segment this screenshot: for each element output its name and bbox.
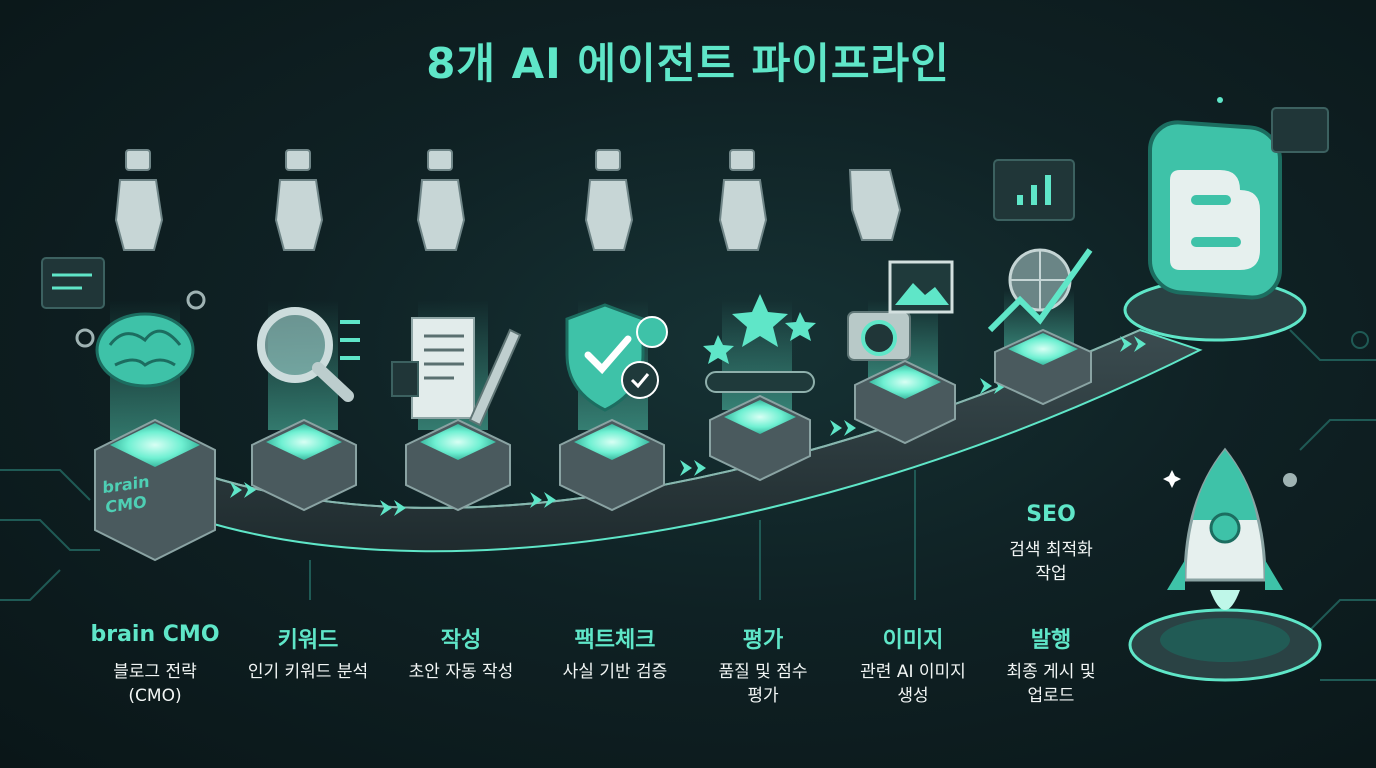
stage-label-image: 이미지 [882,628,944,653]
stage-desc-line: (CMO) [128,686,182,706]
robot-arm-5 [718,149,768,251]
stage-label-factcheck: 팩트체크 [574,628,656,653]
stage-desc-line: 관련 AI 이미지 [860,662,966,682]
robot-arm-6 [848,169,902,241]
platform-brain-cmo [94,418,216,562]
platform-seo [994,328,1092,406]
platform-factcheck [559,418,665,512]
stage-desc-line: 작업 [1035,564,1067,584]
belt-arrows [230,336,1146,516]
stage-label-seo: SEO [1026,502,1076,527]
brain-icon [41,257,206,388]
stage-desc-line: 검색 최적화 [1009,540,1093,560]
stage-desc-line: 블로그 전략 [113,662,197,682]
circuit-lines [0,329,1376,681]
blogger-logo-icon [1123,97,1329,342]
stage-desc-factcheck: 사실 기반 검증 [530,660,700,684]
stage-label-brain-cmo: brain CMO [90,622,220,647]
robot-arms [114,149,902,251]
stage-desc-line: 평가 [747,686,779,706]
stage-desc-line: 업로드 [1027,686,1075,706]
stage-desc-evaluation: 품질 및 점수 평가 [678,660,848,708]
stage-label-writing: 작성 [440,628,482,653]
camera-image-icon [847,260,954,361]
globe-chart-icon [987,159,1093,333]
shield-check-icon [565,303,668,412]
stage-label-evaluation: 평가 [742,628,784,653]
document-pen-icon [391,317,522,427]
rocket-icon [1128,447,1322,682]
stage-desc-writing: 초안 자동 작성 [376,660,546,684]
robot-arm-1 [114,149,164,251]
stage-desc-line: 초안 자동 작성 [408,662,514,682]
robot-arm-3 [416,149,466,251]
platform-writing [405,418,511,512]
platform-evaluation [709,394,811,482]
platform-image [854,359,956,445]
stage-desc-line: 사실 기반 검증 [562,662,668,682]
stars-rating-icon [703,294,816,393]
stage-desc-publish: 최종 게시 및 업로드 [966,660,1136,708]
stage-desc-brain-cmo: 블로그 전략 (CMO) [70,660,240,708]
stage-label-keyword: 키워드 [277,628,339,653]
brain-box-label: brain CMO [96,471,156,519]
stage-desc-line: 인기 키워드 분석 [247,662,369,682]
stage-desc-line: 최종 게시 및 [1006,662,1096,682]
stage-platforms [94,328,1092,562]
robot-arm-4 [584,149,634,251]
stage-label-publish: 발행 [1030,628,1072,653]
magnifier-icon [257,307,360,402]
stage-desc-line: 생성 [897,686,929,706]
stage-desc-seo: 검색 최적화 작업 [966,538,1136,586]
stage-desc-image: 관련 AI 이미지 생성 [828,660,998,708]
robot-arm-2 [274,149,324,251]
stage-desc-keyword: 인기 키워드 분석 [223,660,393,684]
page-title: 8개 AI 에이전트 파이프라인 [426,39,950,88]
stage-desc-line: 품질 및 점수 [718,662,808,682]
platform-keyword [251,418,357,512]
